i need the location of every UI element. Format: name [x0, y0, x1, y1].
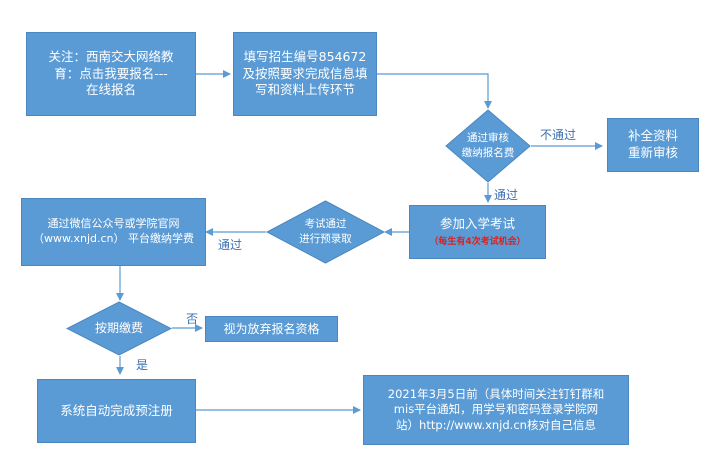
pay-on-time-decision-text: 按期缴费	[94, 320, 143, 335]
pay-on-time-decision: 按期缴费	[66, 301, 172, 356]
preregister-text: 系统自动完成预注册	[60, 402, 173, 418]
abandon-text: 视为放弃报名资格	[223, 321, 320, 336]
exam-pass-decision: 考试通过 进行预录取	[266, 200, 385, 264]
review-decision-text: 通过审核 缴纳报名费	[461, 131, 515, 159]
check-info-notice-box: 2021年3月5日前（具体时间关注钉钉群和 mis平台通知，用学号和密码登录学院…	[363, 375, 629, 445]
check-info-notice-text: 2021年3月5日前（具体时间关注钉钉群和 mis平台通知，用学号和密码登录学院…	[387, 386, 605, 432]
follow-register-text: 关注：西南交大网络教 育：点击我要报名--- 在线报名	[48, 48, 174, 98]
not-pass-label: 不通过	[540, 128, 577, 142]
abandon-box: 视为放弃报名资格	[205, 316, 338, 342]
pay-tuition-text: 通过微信公众号或学院官网 （www.xnjd.cn） 平台缴纳学费	[32, 217, 194, 245]
review-pass-label: 通过	[494, 188, 519, 202]
yes-label: 是	[136, 358, 149, 372]
follow-register-box: 关注：西南交大网络教 育：点击我要报名--- 在线报名	[26, 32, 196, 116]
supplement-review-text: 补全资料 重新审核	[627, 128, 678, 160]
entrance-exam-text: 参加入学考试	[439, 215, 515, 231]
supplement-review-box: 补全资料 重新审核	[607, 118, 699, 172]
entrance-exam-box: 参加入学考试 （每生有4次考试机会）	[409, 205, 546, 259]
exam-pass-label: 通过	[218, 238, 243, 252]
arrow-fill-to-review	[377, 73, 492, 109]
exam-pass-decision-text: 考试通过 进行预录取	[299, 217, 352, 245]
fill-info-box: 填写招生编号854672 及按照要求完成信息填 写和资料上传环节	[233, 32, 377, 116]
fill-info-text: 填写招生编号854672 及按照要求完成信息填 写和资料上传环节	[242, 48, 368, 98]
preregister-box: 系统自动完成预注册	[37, 379, 196, 443]
no-label: 否	[186, 312, 199, 326]
review-decision: 通过审核 缴纳报名费	[445, 109, 531, 183]
exam-attempts-note: （每生有4次考试机会）	[429, 236, 526, 247]
pay-tuition-box: 通过微信公众号或学院官网 （www.xnjd.cn） 平台缴纳学费	[21, 198, 206, 266]
